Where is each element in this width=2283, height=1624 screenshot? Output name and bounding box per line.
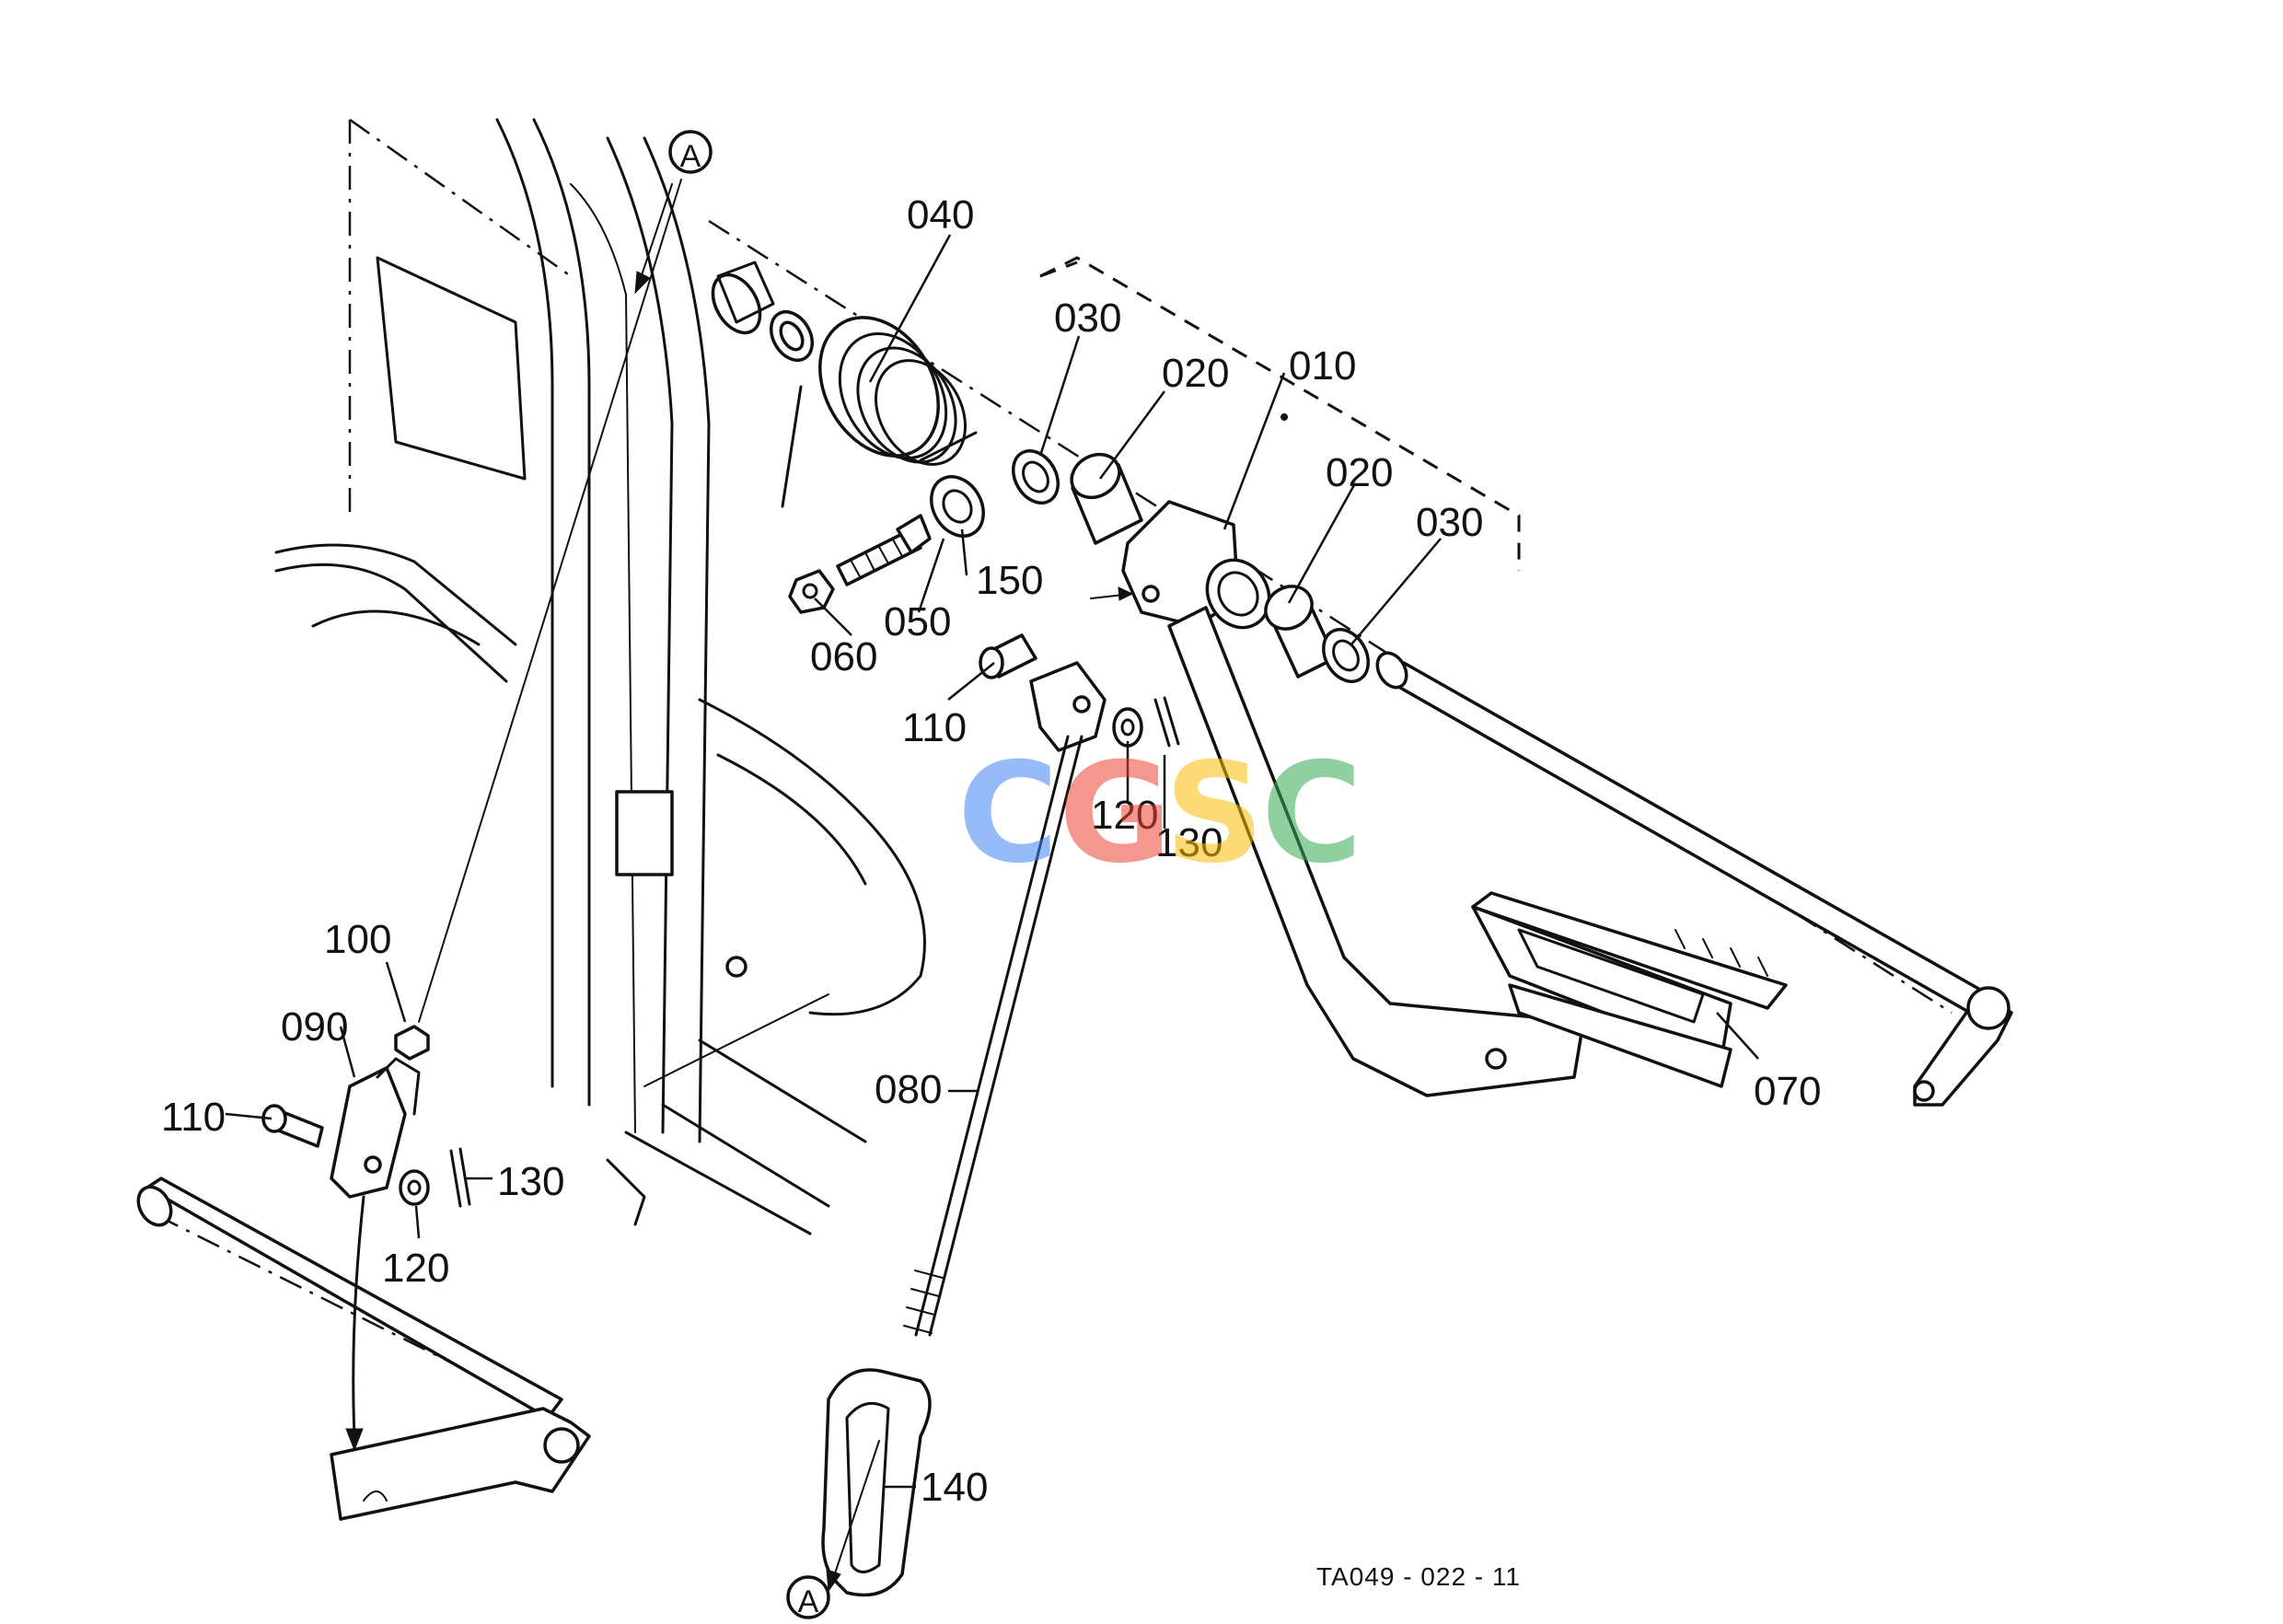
watermark-letter-g: G [1059, 734, 1172, 894]
callout-100: 100 [324, 917, 391, 962]
callout-050: 050 [884, 599, 951, 644]
bushing-150 [930, 475, 985, 538]
reference-marker-a-bottom: A [786, 1575, 830, 1619]
callout-030-lower: 030 [1416, 500, 1483, 545]
reference-line-a-upper [418, 179, 682, 1023]
reference-line-a-lower [826, 1440, 880, 1593]
bushing-020-upper [1070, 452, 1143, 545]
callout-060: 060 [810, 634, 877, 679]
clevis-090 [330, 1057, 421, 1199]
callout-030-upper: 030 [1054, 296, 1121, 341]
nut-060 [788, 569, 835, 614]
ring-washer [769, 310, 815, 362]
rod-080 [903, 735, 1084, 1337]
callout-140: 140 [921, 1465, 988, 1510]
watermark-letter-c2: C [1261, 734, 1362, 894]
callout-130-upper: 130 [1155, 820, 1223, 865]
leader-lines [225, 234, 1759, 1489]
callout-110-lower: 110 [161, 1095, 226, 1140]
callout-120-upper: 120 [1091, 793, 1158, 838]
callout-110-upper: 110 [902, 705, 967, 750]
arrow-lower-left [345, 1195, 365, 1452]
pedal-shaft [1375, 651, 2013, 1107]
ring-030-lower [1322, 628, 1370, 683]
callout-020-upper: 020 [1162, 351, 1229, 396]
pedal-pad-070 [1471, 891, 1788, 1088]
callout-150: 150 [976, 558, 1043, 603]
watermark-letter-s: S [1165, 734, 1264, 894]
reference-marker-a-top: A [668, 130, 713, 174]
boot-140 [821, 1368, 932, 1597]
pedal-arm-010 [1121, 500, 1585, 1097]
callout-040: 040 [907, 192, 974, 238]
torsion-spring [781, 316, 978, 508]
callout-120-lower: 120 [382, 1246, 449, 1291]
reference-marker-text: A [798, 1584, 819, 1619]
frame-outline [274, 118, 926, 1235]
nut-100 [394, 1025, 430, 1061]
clevis-upper [1029, 661, 1107, 752]
callout-010: 010 [1289, 343, 1356, 389]
arrow-to-pedal [1090, 586, 1134, 601]
bearing-roller [711, 261, 775, 335]
washer-120-lower [399, 1169, 430, 1206]
bolt-050 [836, 514, 932, 586]
pin-110-upper [979, 633, 1037, 679]
cotter-130-lower [449, 1147, 471, 1208]
callout-020-lower: 020 [1326, 450, 1393, 495]
reference-marker-text: A [680, 139, 701, 174]
callout-070: 070 [1754, 1069, 1821, 1114]
callout-labels: 040 030 020 010 020 030 150 050 060 110 … [161, 192, 1821, 1510]
watermark-letter-c1: C [957, 734, 1059, 894]
callout-090: 090 [281, 1004, 348, 1050]
frame-bracket [615, 790, 674, 876]
cotter-130-upper [1153, 696, 1180, 748]
watermark: C G S C [957, 734, 1362, 894]
callout-080: 080 [875, 1067, 942, 1112]
ring-030-upper [1012, 449, 1060, 505]
bushing-020-lower [1264, 585, 1337, 679]
callout-130-lower: 130 [497, 1159, 564, 1204]
drawing-code: TA049 - 022 - 11 [1316, 1562, 1521, 1591]
pin-110-lower [261, 1104, 324, 1148]
